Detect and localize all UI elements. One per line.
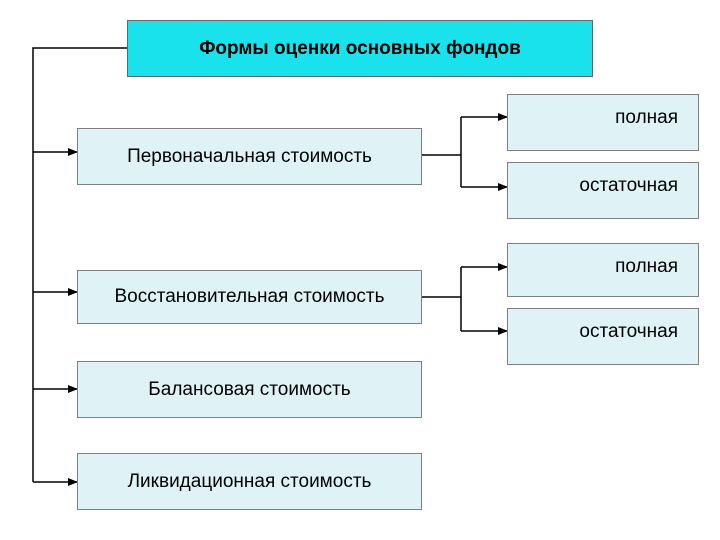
form-box-balance-cost: Балансовая стоимость (77, 361, 422, 418)
trunk-line (32, 47, 128, 482)
form-box-liquidation-cost: Ликвидационная стоимость (77, 453, 422, 510)
form-box-replacement-cost: Восстановительная стоимость (77, 270, 422, 324)
subtype-box-full-1: полная (507, 94, 699, 151)
subtype-box-residual-2: остаточная (507, 308, 699, 365)
branch-form-1 (422, 117, 462, 187)
subtype-box-residual-1: остаточная (507, 162, 699, 219)
diagram-title: Формы оценки основных фондов (127, 20, 593, 77)
branch-form-2 (422, 267, 462, 331)
subtype-box-full-2: полная (507, 243, 699, 297)
form-box-initial-cost: Первоначальная стоимость (77, 128, 422, 185)
